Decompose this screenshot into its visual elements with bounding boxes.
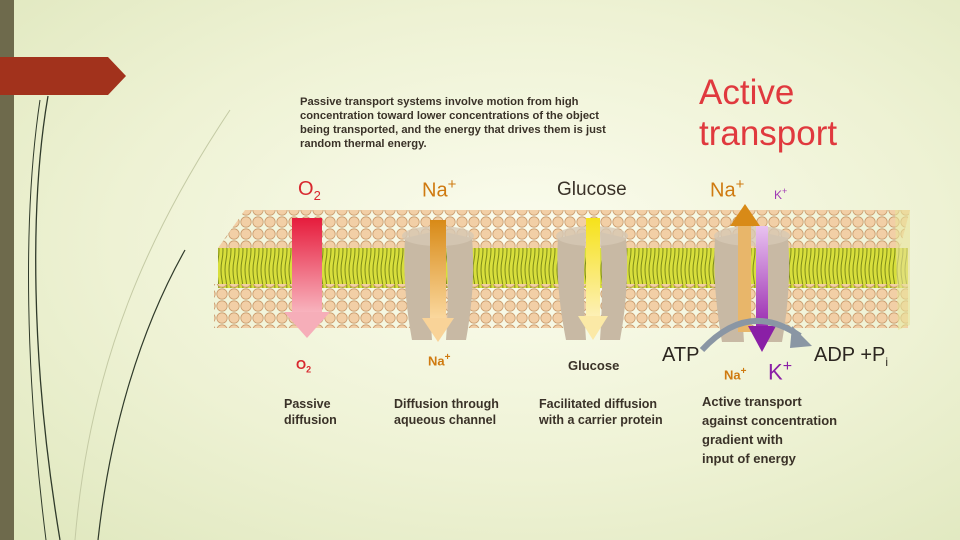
na-active-bottom-text: Na [724,367,741,383]
bottom-label-atp: ATP [662,344,700,366]
caption-facilitated-diffusion: Facilitated diffusion with a carrier pro… [539,396,663,428]
caption-line: with a carrier protein [539,413,663,427]
title-line-1: Active [699,73,795,112]
caption-line: input of energy [702,451,796,466]
na-bottom-text: Na [428,353,445,369]
k-pump-arrow-down [748,226,776,352]
caption-line: Active transport [702,394,802,409]
o2-bottom-subscript: 2 [306,364,312,375]
na-active-superscript: + [735,176,745,193]
na-active-bottom-superscript: + [740,366,747,377]
caption-line: Passive [284,397,331,411]
caption-active-transport: Active transport against concentration g… [702,392,837,468]
caption-line: gradient with [702,432,783,447]
caption-line: aqueous channel [394,413,497,427]
bottom-label-glucose: Glucose [568,358,620,373]
atp-adp-arrow [699,318,802,353]
na-active-text: Na [710,179,736,202]
k-small-superscript: + [782,186,788,196]
adp-text: ADP +P [814,344,886,366]
o2-passive-arrow [284,218,330,338]
caption-line: Facilitated diffusion [539,397,658,411]
slide-marker-tab [0,57,126,95]
na-text: Na [422,179,448,202]
caption-line: Diffusion through [394,397,499,411]
k-small-text: K [774,188,783,202]
top-label-k: K+ [774,186,787,202]
bottom-label-o2: O2 [296,357,311,375]
carrier-protein [556,226,628,340]
glucose-arrow [578,218,608,340]
na-pump-arrow-up [730,204,760,332]
k-superscript: + [782,358,793,375]
top-label-o2: O2 [298,178,321,203]
o2-bottom-text: O [296,357,307,372]
pi-subscript: i [885,355,889,369]
top-label-na: Na+ [422,176,456,203]
bottom-label-na-active: Na+ [724,366,746,382]
top-label-glucose: Glucose [557,179,627,200]
bottom-label-adp-pi: ADP +Pi [814,344,888,369]
k-text: K [768,359,783,385]
left-accent-bar [0,0,14,540]
na-superscript: + [447,176,457,193]
caption-passive-diffusion: Passive diffusion [284,396,337,428]
active-transport-title: Active transport [699,72,837,154]
caption-line: diffusion [284,413,337,427]
caption-channel-diffusion: Diffusion through aqueous channel [394,396,499,428]
o2-text: O [298,178,314,200]
top-label-na-active: Na+ [710,176,744,203]
intro-text: Passive transport systems involve motion… [300,96,606,150]
caption-line: against concentration [702,413,838,428]
o2-subscript: 2 [313,188,321,203]
decorative-lines [28,95,231,540]
bottom-label-k: K+ [768,358,792,385]
bottom-label-na: Na+ [428,352,450,368]
na-bottom-superscript: + [444,352,451,363]
title-line-2: transport [699,114,838,153]
na-channel-arrow [422,220,454,342]
